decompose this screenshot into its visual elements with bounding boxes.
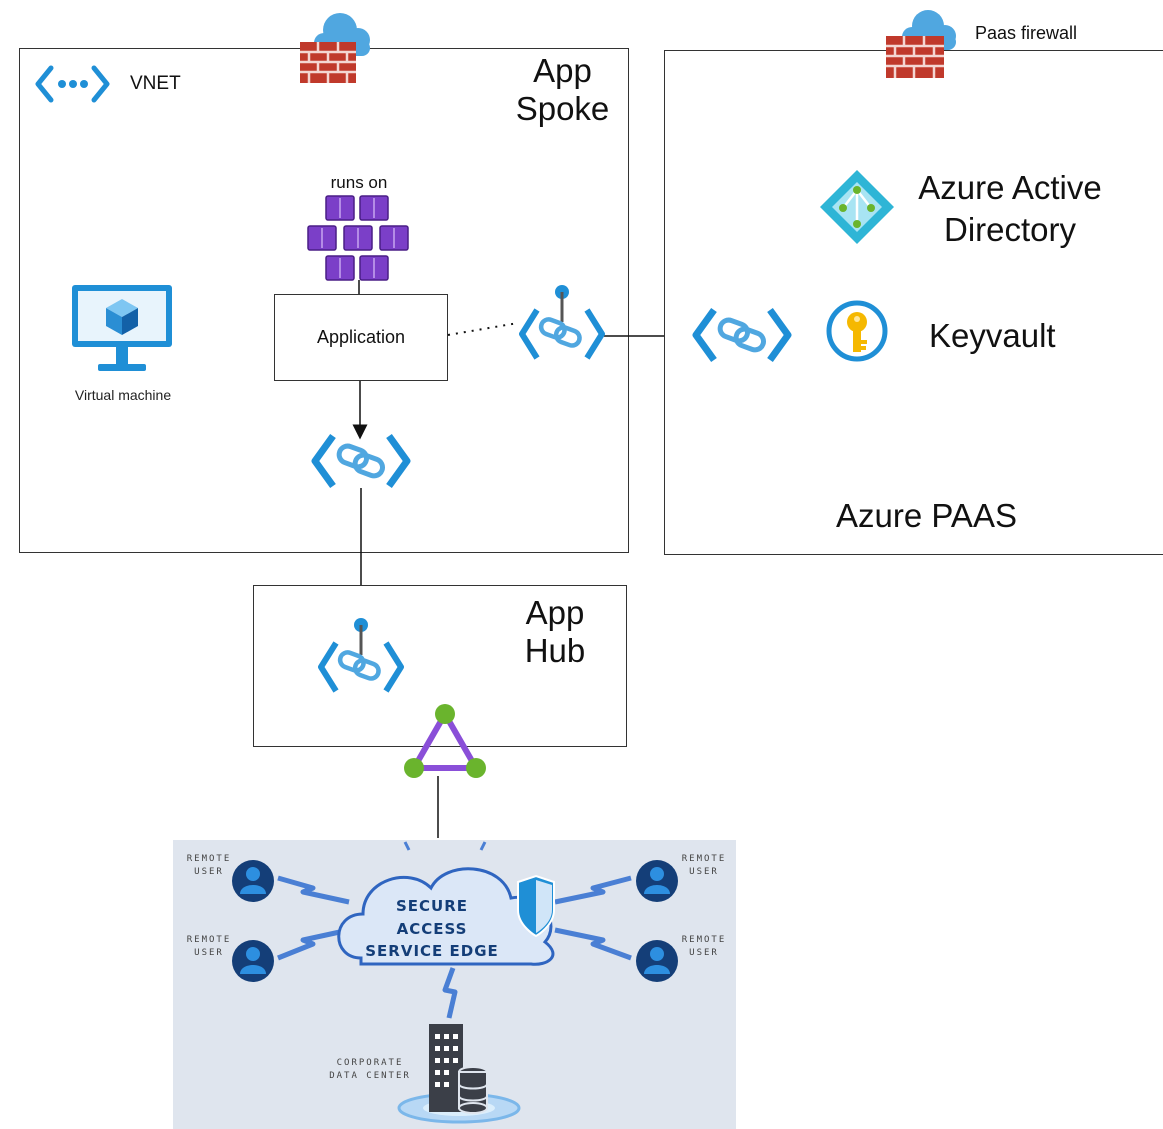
sase-title: SECURE ACCESS SERVICE EDGE: [362, 895, 502, 963]
private-endpoint-icon: [519, 285, 605, 360]
hub-private-endpoint-icon: [318, 618, 404, 693]
keyvault-icon: [826, 300, 888, 362]
app-spoke-title: App Spoke: [495, 52, 630, 128]
vnet-icon: [35, 65, 110, 103]
sase-title-line1: SECURE ACCESS: [395, 897, 469, 938]
remote-user-text-1: REMOTE: [681, 854, 727, 864]
runs-on-label: runs on: [330, 173, 388, 192]
remote-user-label-tr: REMOTE USER: [678, 853, 730, 878]
application-box[interactable]: Application: [274, 294, 448, 381]
sase-title-line2: SERVICE EDGE: [365, 942, 499, 960]
private-link-icon: [311, 433, 411, 489]
app-hub-title-line1: App: [525, 594, 585, 631]
azure-paas-container: [664, 50, 1163, 555]
paas-firewall-label: Paas firewall: [975, 23, 1078, 43]
remote-user-text-1: REMOTE: [186, 935, 232, 945]
app-hub-title: App Hub: [500, 594, 610, 670]
vnet-label: VNET: [130, 73, 181, 94]
remote-user-text-1: REMOTE: [681, 935, 727, 945]
azure-ad-label: Azure Active Directory: [900, 167, 1120, 251]
app-spoke-title-line1: App: [533, 52, 592, 89]
remote-user-text-2: USER: [194, 947, 224, 958]
remote-user-label-tl: REMOTE USER: [183, 853, 235, 878]
keyvault-label: Keyvault: [929, 317, 1056, 354]
azure-paas-title: Azure PAAS: [836, 497, 1017, 534]
remote-user-text-2: USER: [689, 947, 719, 958]
dc-text-1: CORPORATE: [336, 1058, 404, 1068]
virtual-machine-label: Virtual machine: [74, 387, 172, 403]
paas-private-link-icon: [692, 307, 792, 363]
remote-user-text-2: USER: [194, 866, 224, 877]
azure-active-directory-icon: [820, 170, 894, 244]
dc-text-2: DATA CENTER: [329, 1070, 411, 1081]
remote-user-label-br: REMOTE USER: [678, 934, 730, 959]
firewall-cloud-icon: [300, 13, 370, 83]
remote-user-label-bl: REMOTE USER: [183, 934, 235, 959]
app-spoke-title-line2: Spoke: [515, 89, 610, 127]
remote-user-text-2: USER: [689, 866, 719, 877]
paas-firewall-icon: [886, 10, 956, 78]
application-label: Application: [316, 327, 406, 347]
virtual-hub-icon: [404, 704, 486, 778]
remote-user-text-1: REMOTE: [186, 854, 232, 864]
virtual-machine-icon: [72, 285, 172, 371]
app-hub-title-line2: Hub: [524, 631, 586, 669]
azure-ad-label-line2: Directory: [943, 211, 1077, 249]
azure-ad-label-line1: Azure Active: [918, 169, 1102, 206]
corporate-data-center-label: CORPORATE DATA CENTER: [320, 1057, 420, 1082]
kubernetes-icon: [307, 195, 409, 281]
sase-illustration: [232, 841, 678, 1124]
